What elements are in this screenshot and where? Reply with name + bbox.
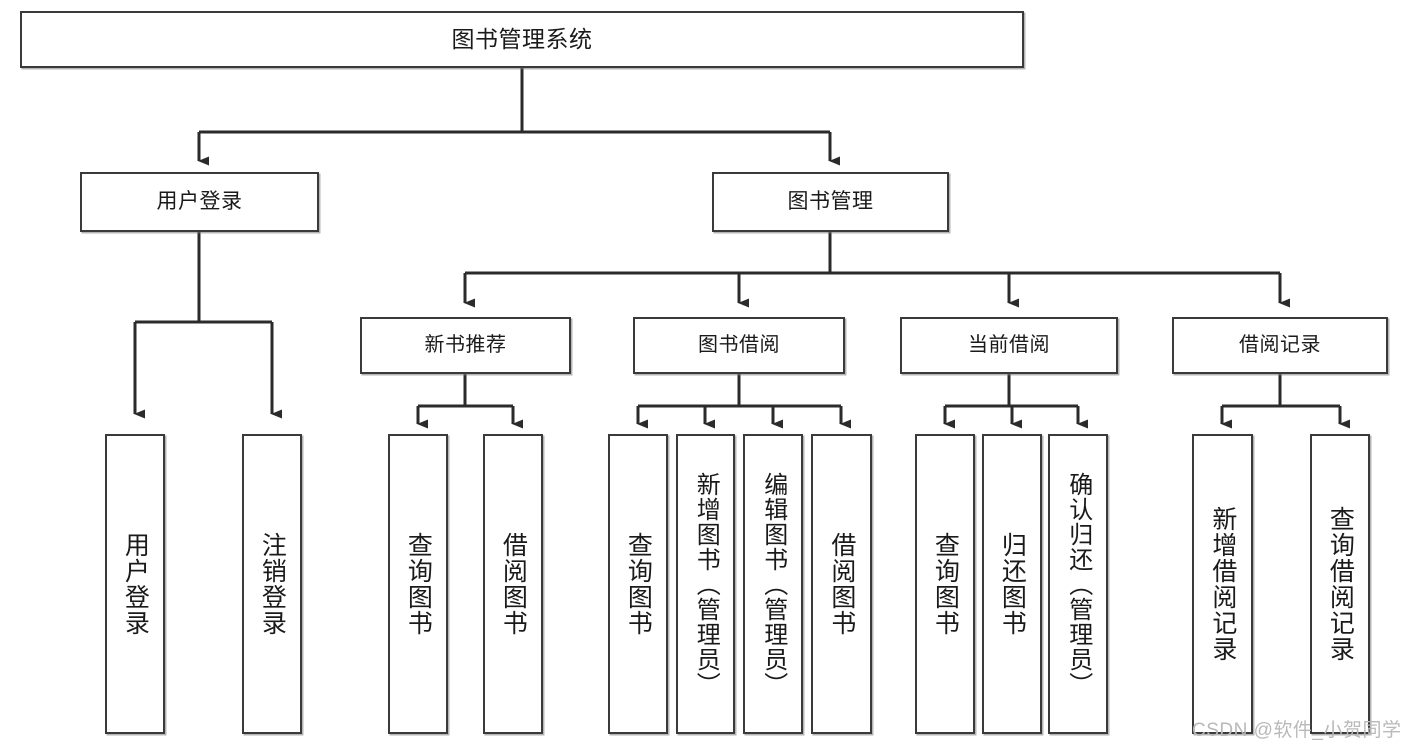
node-book-borrow[interactable]: 图书借阅 <box>633 317 845 374</box>
node-label: 查询图书 <box>404 532 433 636</box>
node-label: 用户登录 <box>156 189 243 213</box>
node-root-system[interactable]: 图书管理系统 <box>20 11 1024 68</box>
node-label: 图书管理系统 <box>451 26 593 53</box>
node-user-login[interactable]: 用户登录 <box>80 172 319 232</box>
leaf-user-login[interactable]: 用户登录 <box>105 434 165 734</box>
node-label: 借阅图书 <box>827 532 856 636</box>
node-label: 用户登录 <box>121 532 150 636</box>
node-new-book-recommend[interactable]: 新书推荐 <box>360 317 571 374</box>
node-current-borrow[interactable]: 当前借阅 <box>900 317 1118 374</box>
node-label: 确认归还（管理员） <box>1064 471 1092 697</box>
node-label: 查询图书 <box>624 532 653 636</box>
node-label: 借阅记录 <box>1239 333 1321 356</box>
leaf-logout[interactable]: 注销登录 <box>242 434 302 734</box>
leaf-query-borrow-record[interactable]: 查询借阅记录 <box>1310 434 1370 734</box>
node-label: 归还图书 <box>998 532 1027 636</box>
leaf-add-borrow-record[interactable]: 新增借阅记录 <box>1192 434 1253 734</box>
node-label: 图书管理 <box>787 189 874 213</box>
node-label: 编辑图书（管理员） <box>759 471 787 697</box>
leaf-query-books-current[interactable]: 查询图书 <box>915 434 975 734</box>
leaf-return-books[interactable]: 归还图书 <box>982 434 1042 734</box>
csdn-watermark: CSDN @软件_小贺同学 <box>1192 720 1402 741</box>
node-label: 新书推荐 <box>424 333 507 356</box>
node-label: 图书借阅 <box>698 333 780 356</box>
node-borrow-records[interactable]: 借阅记录 <box>1172 317 1388 374</box>
leaf-edit-book-admin[interactable]: 编辑图书（管理员） <box>743 434 803 734</box>
leaf-query-books-borrow[interactable]: 查询图书 <box>608 434 668 734</box>
node-label: 注销登录 <box>258 532 287 636</box>
leaf-borrow-books-recommend[interactable]: 借阅图书 <box>483 434 543 734</box>
node-label: 新增借阅记录 <box>1208 506 1237 662</box>
leaf-borrow-books[interactable]: 借阅图书 <box>811 434 872 734</box>
node-label: 查询图书 <box>931 532 960 636</box>
leaf-query-books-recommend[interactable]: 查询图书 <box>388 434 448 734</box>
node-label: 查询借阅记录 <box>1326 506 1355 662</box>
leaf-add-book-admin[interactable]: 新增图书（管理员） <box>676 434 735 734</box>
node-label: 借阅图书 <box>499 532 528 636</box>
node-book-management[interactable]: 图书管理 <box>712 172 949 232</box>
leaf-confirm-return-admin[interactable]: 确认归还（管理员） <box>1048 434 1108 734</box>
node-label: 当前借阅 <box>968 333 1050 356</box>
node-label: 新增图书（管理员） <box>692 471 720 697</box>
